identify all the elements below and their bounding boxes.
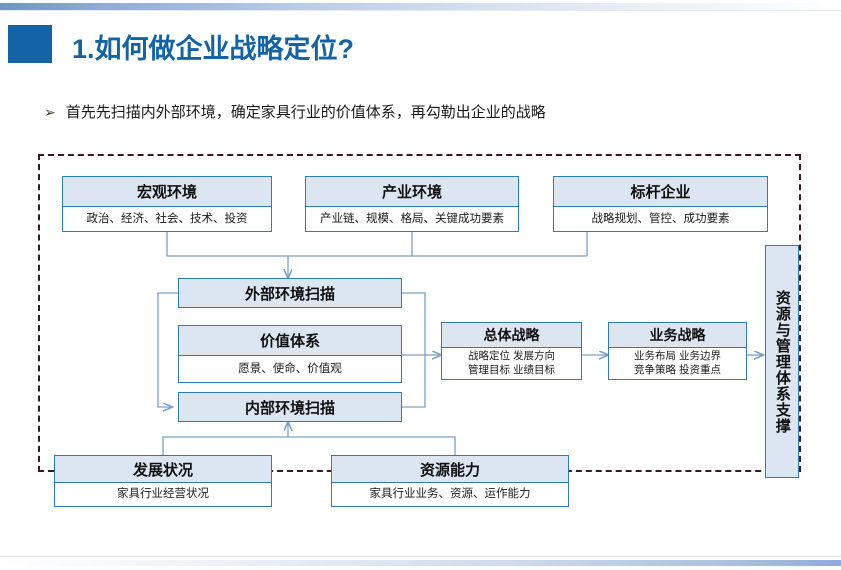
card-detail-line2: 管理目标 业绩目标 xyxy=(468,363,555,376)
card-detail: 业务布局 业务边界 竞争策略 投资重点 xyxy=(609,348,746,379)
card-title: 标杆企业 xyxy=(554,177,767,207)
card-detail-line1: 战略定位 发展方向 xyxy=(468,350,555,363)
top-decor-bar xyxy=(0,3,841,10)
card-detail: 产业链、规模、格局、关键成功要素 xyxy=(320,212,504,225)
card-detail: 家具行业经营状况 xyxy=(117,488,209,501)
card-detail-line1: 业务布局 业务边界 xyxy=(634,350,721,363)
card-external-environment-scan[interactable]: 外部环境扫描 xyxy=(178,278,402,308)
card-internal-environment-scan[interactable]: 内部环境扫描 xyxy=(178,392,402,422)
card-benchmark-enterprise[interactable]: 标杆企业 战略规划、管控、成功要素 xyxy=(553,176,768,232)
card-title-vertical: 资源与管理体系支撑 xyxy=(773,289,791,434)
card-detail: 家具行业业务、资源、运作能力 xyxy=(369,488,531,501)
card-detail-line2: 竞争策略 投资重点 xyxy=(634,363,721,376)
card-detail: 政治、经济、社会、技术、投资 xyxy=(86,212,248,225)
card-resource-management-support[interactable]: 资源与管理体系支撑 xyxy=(765,245,799,478)
bottom-divider-line xyxy=(0,556,841,557)
bullet-row: ➢ 首先先扫描内外部环境，确定家具行业的价值体系，再勾勒出企业的战略 xyxy=(44,101,546,122)
page-title: 1.如何做企业战略定位? xyxy=(72,34,355,64)
bullet-text: 首先先扫描内外部环境，确定家具行业的价值体系，再勾勒出企业的战略 xyxy=(65,104,546,121)
card-title: 发展状况 xyxy=(55,456,271,483)
card-development-status[interactable]: 发展状况 家具行业经营状况 xyxy=(54,455,272,507)
card-title: 宏观环境 xyxy=(63,177,271,207)
card-macro-environment[interactable]: 宏观环境 政治、经济、社会、技术、投资 xyxy=(62,176,272,232)
card-title: 产业环境 xyxy=(306,177,518,207)
card-title: 资源能力 xyxy=(332,456,568,483)
card-title: 业务战略 xyxy=(609,323,746,348)
card-industry-environment[interactable]: 产业环境 产业链、规模、格局、关键成功要素 xyxy=(305,176,519,232)
card-title: 总体战略 xyxy=(442,323,581,348)
title-accent-square xyxy=(8,25,52,63)
card-resource-capability[interactable]: 资源能力 家具行业业务、资源、运作能力 xyxy=(331,455,569,507)
card-business-strategy[interactable]: 业务战略 业务布局 业务边界 竞争策略 投资重点 xyxy=(608,322,747,380)
card-detail: 战略规划、管控、成功要素 xyxy=(591,212,730,225)
arrow-bullet-icon: ➢ xyxy=(44,103,56,120)
top-divider-line xyxy=(0,10,841,11)
card-detail: 愿景、使命、价值观 xyxy=(238,362,342,375)
card-detail: 战略定位 发展方向 管理目标 业绩目标 xyxy=(442,348,581,379)
card-title: 价值体系 xyxy=(179,326,401,356)
bottom-decor-bar xyxy=(0,560,841,566)
card-value-system[interactable]: 价值体系 愿景、使命、价值观 xyxy=(178,325,402,383)
card-overall-strategy[interactable]: 总体战略 战略定位 发展方向 管理目标 业绩目标 xyxy=(441,322,582,380)
